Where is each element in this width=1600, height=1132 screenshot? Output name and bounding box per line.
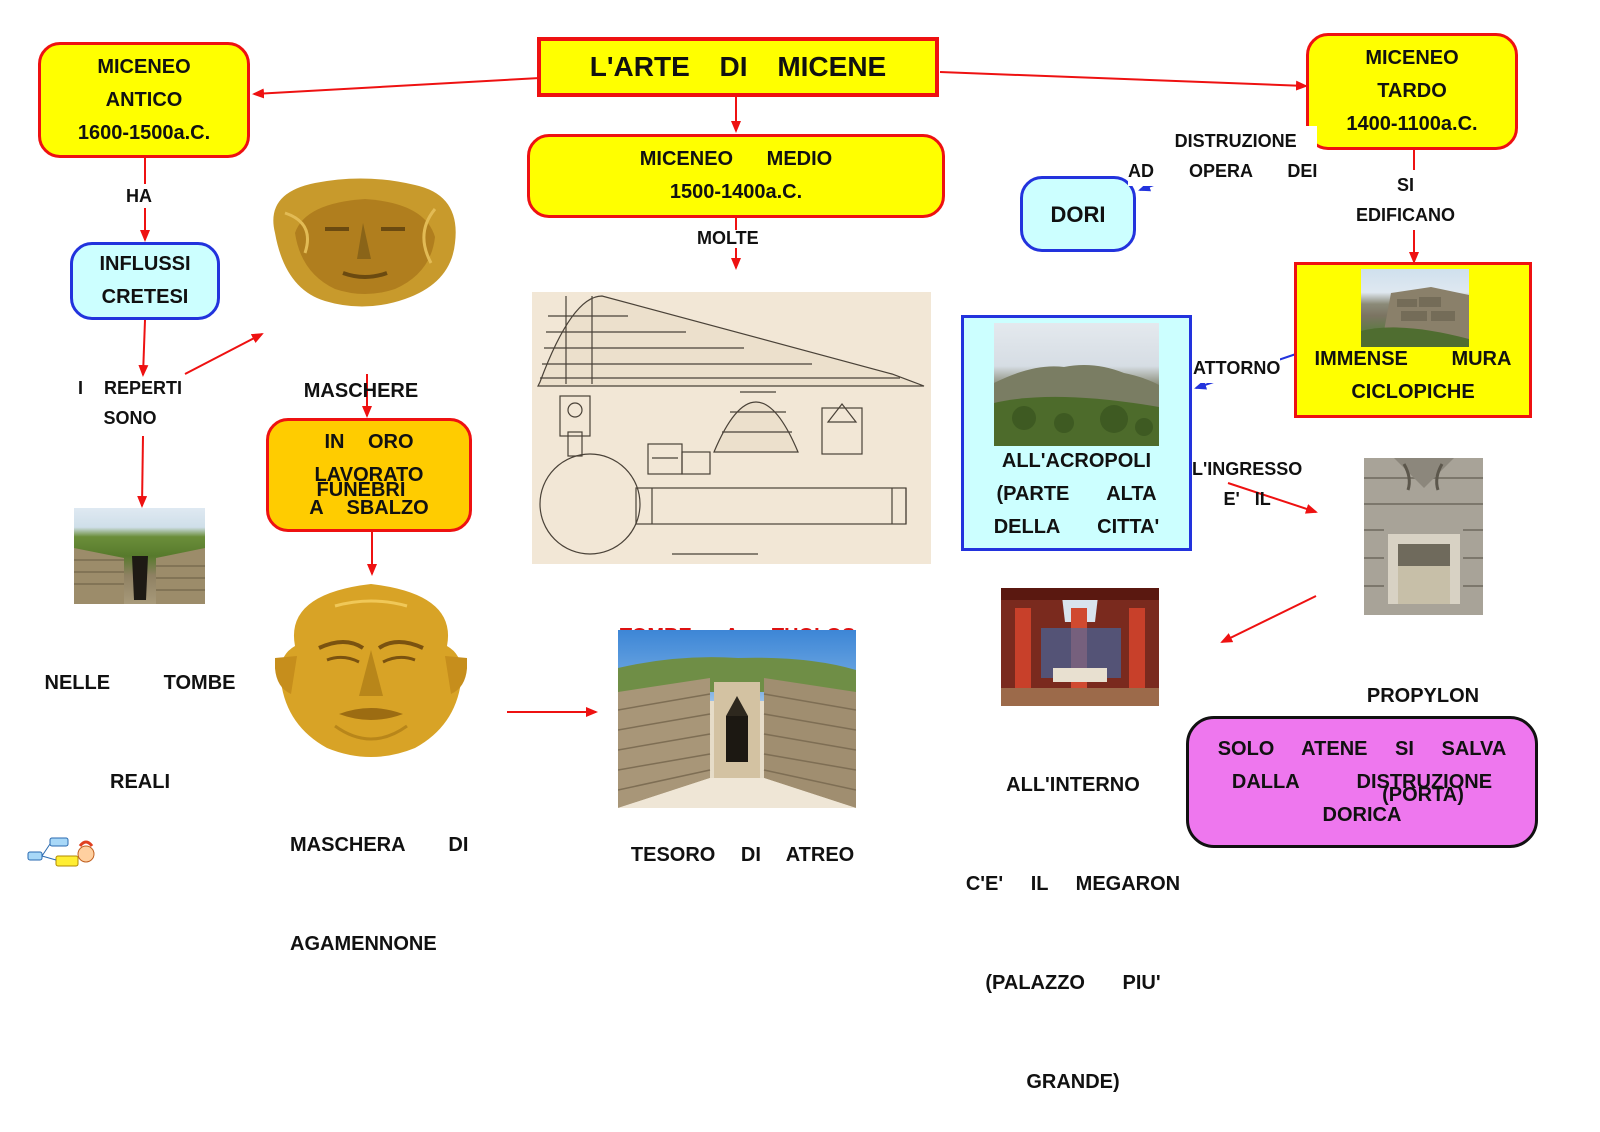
- oro-line-2: LAVORATO: [314, 463, 424, 486]
- atreo-image: [618, 630, 856, 808]
- node-acropoli: ALL'ACROPOLI (PARTE ALTA DELLA CITTA': [961, 315, 1192, 551]
- arrow-title-to-tardo: [939, 71, 1308, 91]
- megaron-line-1: ALL'INTERNO: [1006, 774, 1140, 796]
- tardo-line-1: MICENEO: [1365, 47, 1459, 69]
- tombe-reali-image: [74, 508, 205, 604]
- agamennone-line-1: MASCHERA DI: [290, 834, 469, 856]
- link-edificano: SI EDIFICANO: [1356, 170, 1455, 230]
- reperti-line-1: I REPERTI: [78, 378, 183, 398]
- acropoli-line-2: (PARTE ALTA: [996, 483, 1157, 505]
- atene-line-3: DORICA: [1322, 803, 1402, 826]
- tombe-reali-line-2: REALI: [110, 771, 170, 793]
- tardo-line-2: TARDO: [1377, 80, 1447, 102]
- node-miceneo-tardo: MICENEO TARDO 1400-1100a.C.: [1306, 33, 1518, 150]
- megaron-line-4: GRANDE): [1026, 1071, 1120, 1093]
- edificano-line-2: EDIFICANO: [1356, 205, 1455, 225]
- atene-line-2: DALLA DISTRUZIONE: [1231, 770, 1493, 793]
- arrow-reperti-to-maschere: [184, 333, 264, 375]
- arrow-influssi-to-reperti: [138, 319, 149, 377]
- tardo-line-3: 1400-1100a.C.: [1346, 113, 1478, 135]
- propylon-line-1: PROPYLON: [1366, 685, 1480, 707]
- node-miceneo-antico: MICENEO ANTICO 1600-1500a.C.: [38, 42, 250, 158]
- caption-megaron: ALL'INTERNO C'E' IL MEGARON (PALAZZO PIU…: [962, 703, 1184, 1132]
- node-miceneo-medio: MICENEO MEDIO 1500-1400a.C.: [527, 134, 945, 218]
- ingresso-line-1: L'INGRESSO: [1192, 459, 1303, 479]
- megaron-image: [1001, 588, 1159, 706]
- tombe-reali-line-1: NELLE TOMBE: [44, 672, 236, 694]
- title-box: L'ARTE DI MICENE: [537, 37, 939, 97]
- influssi-line-1: INFLUSSI: [99, 253, 191, 275]
- antico-line-2: ANTICO: [105, 88, 183, 111]
- dori-label: DORI: [1050, 201, 1106, 227]
- node-oro-lavorato: IN ORO LAVORATO A SBALZO: [266, 418, 472, 532]
- megaron-line-3: (PALAZZO PIU': [985, 972, 1161, 994]
- antico-line-1: MICENEO: [97, 55, 191, 78]
- node-dori: DORI: [1020, 176, 1136, 252]
- mura-image: [1361, 269, 1469, 347]
- maschere-line-1: MASCHERE: [303, 380, 419, 402]
- arrow-title-to-antico: [252, 77, 541, 99]
- link-reperti: I REPERTI SONO: [78, 373, 182, 433]
- atene-line-1: SOLO ATENE SI SALVA: [1217, 737, 1507, 760]
- antico-line-3: 1600-1500a.C.: [77, 121, 211, 144]
- node-influssi-cretesi: INFLUSSI CRETESI: [70, 242, 220, 320]
- caption-maschere: MASCHERE FUNEBRI: [296, 309, 426, 540]
- mura-line-2: CICLOPICHE: [1351, 381, 1475, 403]
- page-title: L'ARTE DI MICENE: [589, 51, 887, 82]
- propylon-image: [1364, 458, 1483, 615]
- acropoli-line-1: ALL'ACROPOLI: [1001, 450, 1152, 472]
- maschere-line-2: FUNEBRI: [316, 479, 406, 501]
- link-attorno: ATTORNO: [1193, 353, 1281, 383]
- mura-line-1: IMMENSE MURA: [1314, 348, 1512, 370]
- edificano-line-1: SI: [1396, 175, 1414, 195]
- caption-atreo: TESORO DI ATREO: [614, 806, 860, 872]
- ingresso-line-2: E' IL: [1223, 489, 1271, 509]
- link-molte: MOLTE: [697, 228, 759, 248]
- caption-agamennone: MASCHERA DI AGAMENNONE: [290, 763, 468, 994]
- tholos-plan-drawing: [532, 292, 931, 564]
- acropoli-line-3: DELLA CITTA': [993, 516, 1160, 538]
- link-distruzione: DISTRUZIONE AD OPERA DEI: [1128, 126, 1318, 186]
- medio-line-1: MICENEO MEDIO: [639, 148, 833, 170]
- acropoli-image: [994, 323, 1159, 446]
- link-ha: HA: [126, 186, 152, 206]
- oro-line-1: IN ORO: [324, 430, 414, 453]
- node-atene: SOLO ATENE SI SALVA DALLA DISTRUZIONE DO…: [1186, 716, 1538, 848]
- arrow-reperti-to-tombe: [137, 435, 148, 508]
- distruzione-line-1: DISTRUZIONE: [1174, 131, 1297, 151]
- node-mura-ciclopiche: IMMENSE MURA CICLOPICHE: [1294, 262, 1532, 418]
- propylon-line-2: (PORTA): [1382, 784, 1464, 806]
- atreo-label: TESORO DI ATREO: [630, 844, 855, 866]
- agamennone-line-2: AGAMENNONE: [290, 933, 437, 955]
- caption-tombe-reali: NELLE TOMBE REALI: [40, 601, 240, 832]
- distruzione-line-2: AD OPERA DEI: [1128, 161, 1318, 181]
- medio-line-2: 1500-1400a.C.: [669, 181, 803, 203]
- oro-line-3: A SBALZO: [309, 496, 429, 519]
- caption-propylon: PROPYLON (PORTA): [1350, 614, 1496, 845]
- arrow-propylon-to-megaron: [1220, 595, 1317, 643]
- reperti-line-2: SONO: [103, 408, 157, 428]
- mapmaker-logo-icon: [26, 832, 98, 870]
- megaron-line-2: C'E' IL MEGARON: [965, 873, 1181, 895]
- influssi-line-2: CRETESI: [101, 286, 189, 308]
- agamennone-mask-image: [275, 576, 467, 764]
- link-ingresso: L'INGRESSO E' IL: [1192, 454, 1302, 514]
- maschere-funebri-image: [265, 173, 461, 313]
